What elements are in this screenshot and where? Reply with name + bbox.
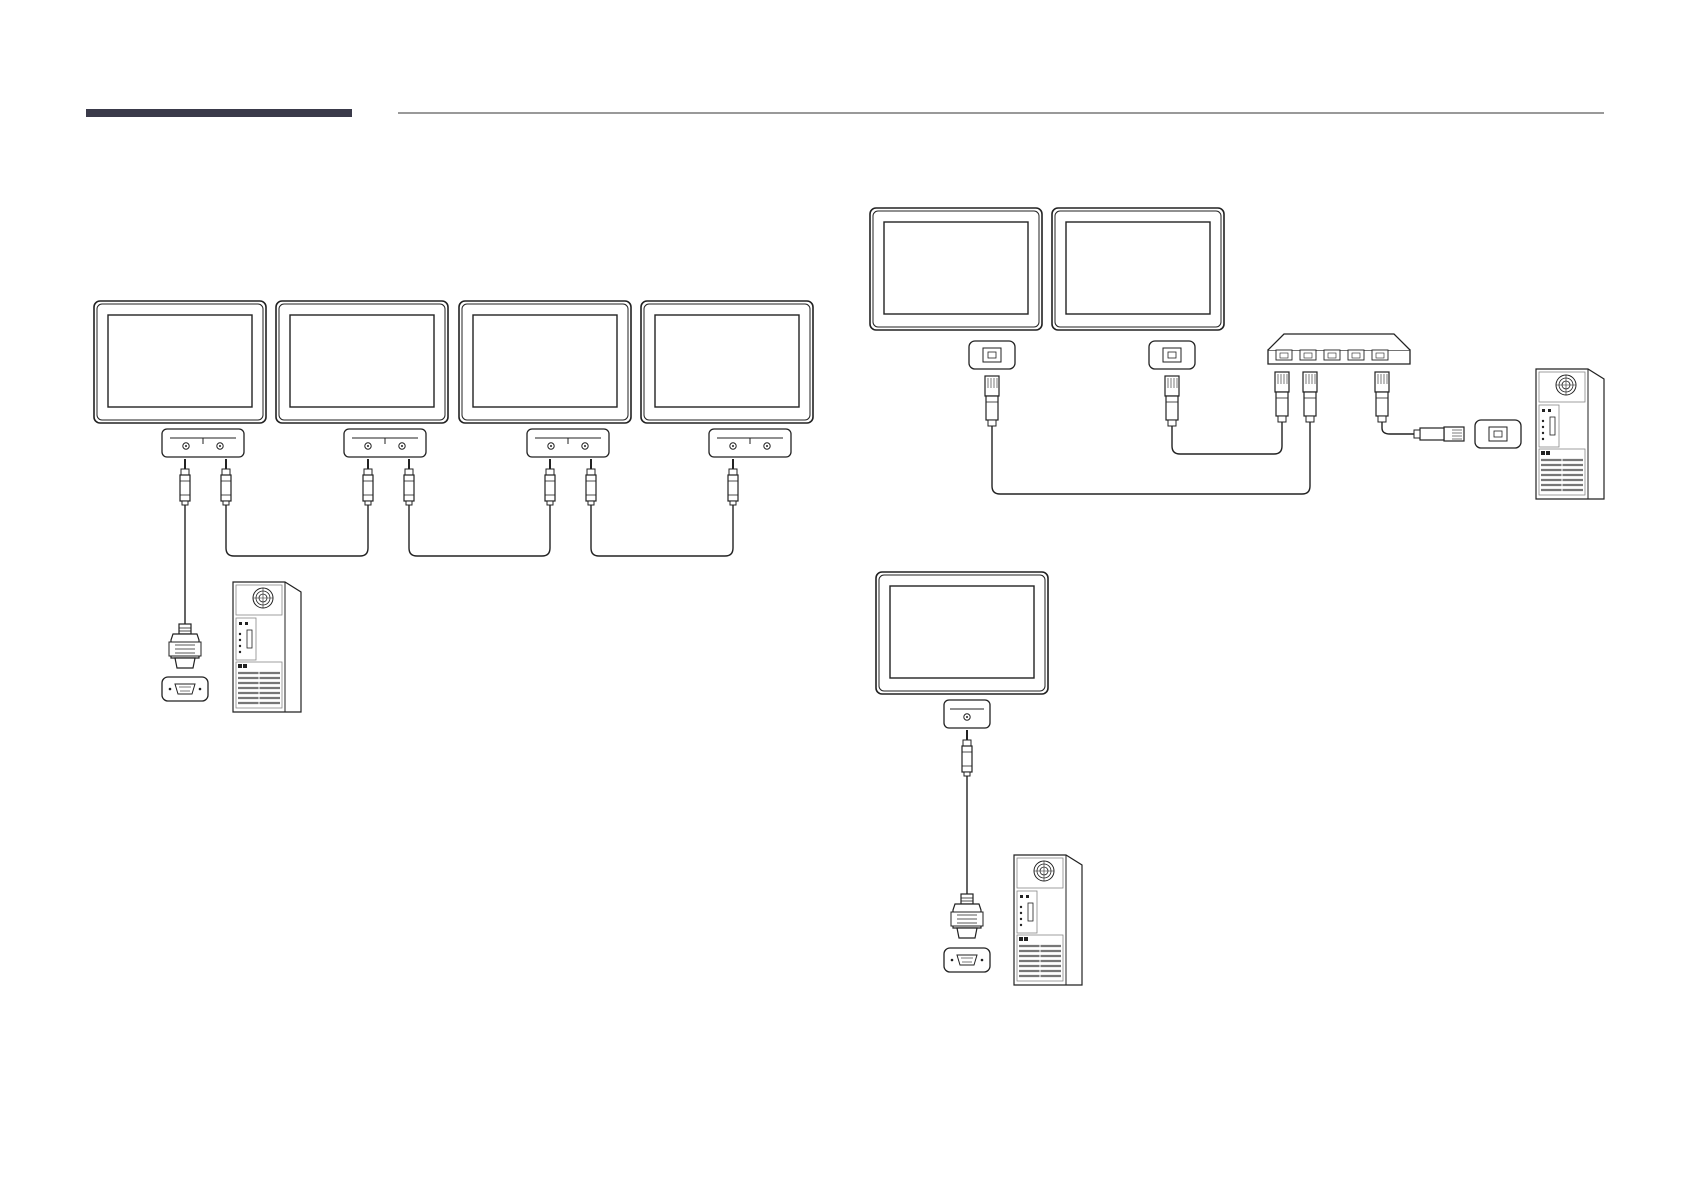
rs232-port-box-4 (709, 429, 791, 457)
stereo-jack-plug (728, 459, 738, 505)
pc-db9-port (162, 677, 208, 701)
stereo-jack-plug (962, 730, 972, 776)
rs232-port-box-3 (527, 429, 609, 457)
lan-cables (992, 422, 1424, 494)
stereo-jack-plug (545, 459, 555, 505)
lan-port-2 (1149, 341, 1195, 369)
desktop-pc-single (1014, 855, 1082, 985)
diagram-rs232-daisy-chain (94, 301, 813, 712)
stereo-jack-plug (404, 459, 414, 505)
monitor-lan-2 (1052, 208, 1224, 330)
db9-connector (951, 894, 983, 938)
rj45-plug (1165, 376, 1179, 426)
monitor-4 (641, 301, 813, 423)
desktop-pc-lan (1536, 369, 1604, 499)
stereo-jack-plug (586, 459, 596, 505)
monitor-3 (459, 301, 631, 423)
stereo-jack-plug (363, 459, 373, 505)
monitor-2 (276, 301, 448, 423)
lan-port-1 (969, 341, 1015, 369)
pc-db9-port (944, 948, 990, 972)
pc-lan-port (1475, 420, 1521, 448)
rj45-plug (1375, 372, 1389, 422)
rj45-plug (1303, 372, 1317, 422)
desktop-pc (233, 582, 301, 712)
rs232-port-box-single (944, 700, 990, 728)
diagram-lan-network (870, 208, 1604, 499)
db9-connector (169, 624, 201, 668)
header-bar (86, 109, 352, 117)
rj45-plug (985, 376, 999, 426)
monitor-lan-1 (870, 208, 1042, 330)
monitor-single (876, 572, 1048, 694)
stereo-jack-plug (180, 459, 190, 505)
rj45-plug-pc (1414, 427, 1464, 441)
stereo-jack-plug (221, 459, 231, 505)
rs232-port-box-1 (162, 429, 244, 457)
diagram-rs232-single (876, 572, 1082, 985)
rs232-port-box-2 (344, 429, 426, 457)
monitor-1 (94, 301, 266, 423)
network-switch (1268, 334, 1410, 364)
rj45-plug (1275, 372, 1289, 422)
